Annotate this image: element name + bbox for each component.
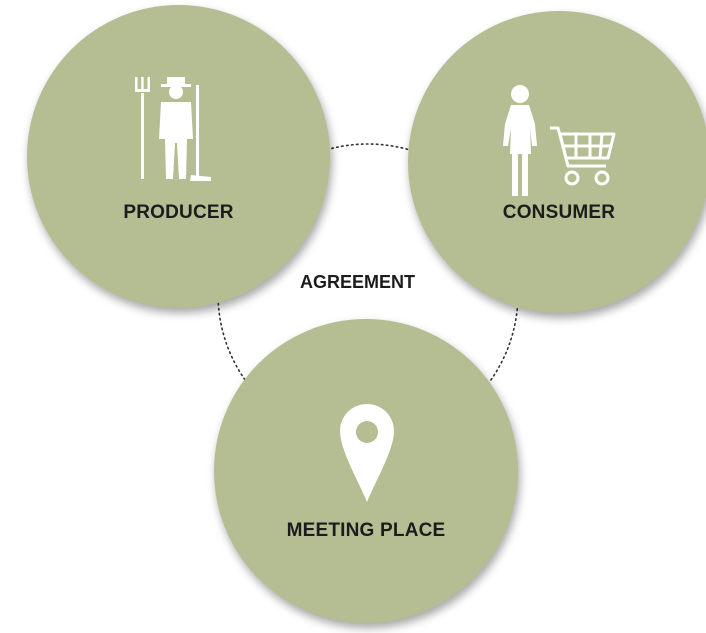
farmer-icon bbox=[135, 77, 211, 181]
agreement-label: AGREEMENT bbox=[300, 272, 416, 292]
consumer-node: CONSUMER bbox=[408, 11, 706, 313]
meeting-place-node: MEETING PLACE bbox=[214, 319, 518, 623]
producer-label: PRODUCER bbox=[123, 202, 234, 223]
consumer-label: CONSUMER bbox=[502, 202, 616, 223]
map-pin-icon bbox=[340, 404, 394, 502]
producer-node: PRODUCER bbox=[27, 5, 330, 308]
meeting-place-label: MEETING PLACE bbox=[286, 520, 446, 541]
shopper-with-cart-icon bbox=[503, 85, 616, 196]
